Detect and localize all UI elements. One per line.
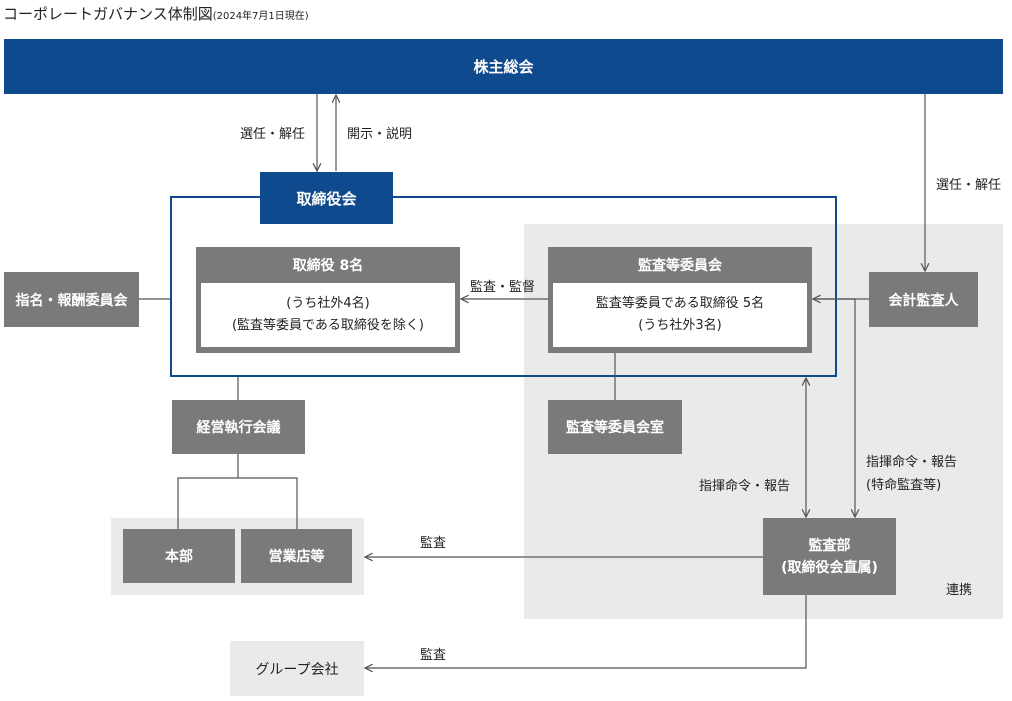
branches: 営業店等: [241, 529, 352, 583]
label-audit-supervise: 監査・監督: [470, 280, 536, 295]
label-disclose-explain: 開示・説明: [347, 127, 413, 142]
headquarters: 本部: [123, 529, 235, 583]
directors-detail: (うち社外4名) (監査等委員である取締役を除く): [201, 283, 455, 347]
board-frame: [170, 196, 837, 377]
audit-committee-line1: 監査等委員である取締役 5名: [595, 296, 765, 311]
committee-audit-arrow: [813, 298, 855, 517]
label-command-report: 指揮命令・報告: [699, 479, 791, 494]
internal-audit-dept: 監査部 (取締役会直属): [763, 518, 896, 595]
shareholders-meeting: 株主総会: [4, 39, 1003, 94]
exec-branch-link-2: [238, 477, 298, 529]
label-audit-1: 監査: [420, 536, 447, 551]
audit-committee-box: 監査等委員会 監査等委員である取締役 5名 (うち社外3名): [548, 247, 812, 353]
internal-audit-line2: (取締役会直属): [781, 559, 878, 576]
label-cooperation: 連携: [946, 583, 973, 598]
internal-audit-line1: 監査部: [808, 537, 851, 554]
board-of-directors: 取締役会: [260, 172, 393, 224]
directors-line1: (うち社外4名): [286, 296, 370, 311]
label-elect-dismiss-1: 選任・解任: [240, 127, 306, 142]
directors-line2: (監査等委員である取締役を除く): [231, 318, 424, 333]
exec-branch-link: [177, 454, 239, 529]
title-main: コーポレートガバナンス体制図: [3, 5, 213, 23]
page-title: コーポレートガバナンス体制図(2024年7月1日現在): [3, 3, 309, 24]
label-audit-2: 監査: [420, 648, 447, 663]
directors-head: 取締役 8名: [292, 258, 364, 274]
directors-box: 取締役 8名 (うち社外4名) (監査等委員である取締役を除く): [196, 247, 460, 353]
audit-group-arrow: [365, 595, 807, 668]
title-date: (2024年7月1日現在): [212, 11, 309, 22]
label-elect-dismiss-2: 選任・解任: [936, 178, 1002, 193]
audit-committee-office: 監査等委員会室: [548, 400, 682, 454]
label-command-report-special-1: 指揮命令・報告: [866, 455, 958, 470]
executive-meeting: 経営執行会議: [172, 400, 305, 454]
group-companies: グループ会社: [230, 641, 364, 696]
audit-committee-detail: 監査等委員である取締役 5名 (うち社外3名): [553, 283, 807, 347]
audit-committee-line2: (うち社外3名): [638, 318, 722, 333]
label-command-report-special-2: (特命監査等): [866, 478, 942, 493]
accounting-auditor: 会計監査人: [869, 272, 978, 327]
nomination-committee: 指名・報酬委員会: [4, 272, 139, 327]
audit-committee-head: 監査等委員会: [638, 258, 722, 274]
